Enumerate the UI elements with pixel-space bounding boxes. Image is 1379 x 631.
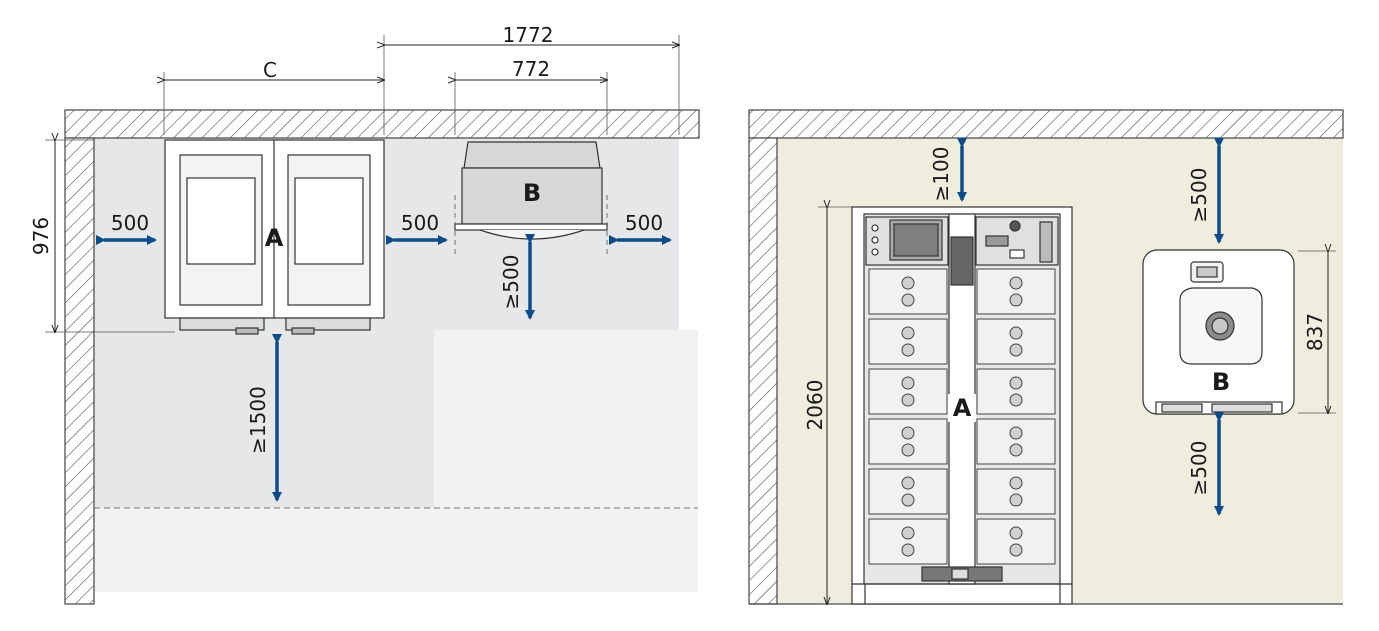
clearance-top-b: ≥500 xyxy=(1187,168,1211,223)
side-wall xyxy=(64,137,95,605)
top-view: 1772 772 C 976 A B xyxy=(29,23,700,605)
dim-height-a: 2060 xyxy=(803,380,827,431)
dim-height-b: 837 xyxy=(1303,313,1327,351)
cabinet-a-top xyxy=(164,139,385,335)
dim-b-width: 772 xyxy=(512,57,550,81)
dimension-lines xyxy=(55,45,679,332)
back-wall xyxy=(64,109,700,139)
label-b-front: B xyxy=(1212,368,1230,396)
unit-b-front xyxy=(1142,249,1295,415)
clearance-front-b: ≥500 xyxy=(499,255,523,310)
module-fans xyxy=(901,276,1023,557)
unit-b-top xyxy=(454,141,608,240)
clearance-bottom-b: ≥500 xyxy=(1187,441,1211,496)
label-a-front-bg xyxy=(948,394,976,422)
clearance-left-a: 500 xyxy=(111,211,149,235)
dim-depth: 976 xyxy=(29,217,53,255)
clearance-front-a: ≥1500 xyxy=(246,386,270,454)
clearance-zone-a-front xyxy=(94,330,434,508)
floor-area xyxy=(94,508,698,592)
label-a-front: A xyxy=(953,394,972,422)
ceiling xyxy=(748,109,1344,139)
clearance-arrows-front xyxy=(957,138,1224,516)
clearance-arrows-top xyxy=(96,234,672,502)
clearance-right-b: 500 xyxy=(625,211,663,235)
clearance-top-a: ≥100 xyxy=(929,147,953,202)
left-wall xyxy=(748,137,778,605)
clearance-right-a: 500 xyxy=(401,211,439,235)
clearance-zone-light xyxy=(434,330,698,508)
label-a-top: A xyxy=(265,224,284,252)
front-view: 2060 xyxy=(748,109,1344,605)
dim-total-width: 1772 xyxy=(503,23,554,47)
label-b-top: B xyxy=(523,179,541,207)
dim-a-width: C xyxy=(263,58,277,82)
